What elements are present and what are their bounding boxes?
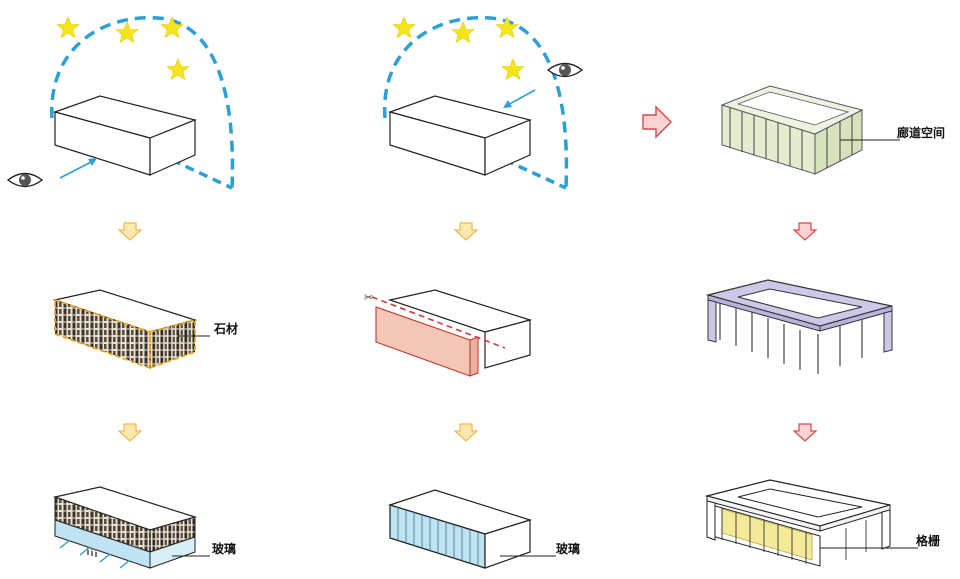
arrow-down-icon	[118, 423, 142, 442]
col1-row3-stone-glass-block: 玻璃	[52, 486, 236, 569]
arrow-down-icon	[454, 222, 478, 241]
scissors-icon: ✂	[364, 291, 373, 304]
col3-row2-ring-roof	[705, 279, 893, 374]
star-icon	[392, 16, 416, 38]
star-icon	[501, 58, 525, 80]
label-glass-left: 玻璃	[212, 541, 236, 556]
col1-row2-stone-block: 石材	[52, 289, 238, 370]
col2-row1-sun-study	[383, 16, 583, 190]
label-grille: 格栅	[916, 533, 940, 548]
col2-row3-glass-block: 玻璃	[388, 489, 580, 569]
star-icon	[160, 16, 184, 38]
arrow-down-icon	[454, 423, 478, 442]
star-icon	[451, 21, 475, 43]
label-corridor: 廊道空间	[897, 125, 945, 140]
star-icon	[166, 58, 190, 80]
arrow-down-icon	[793, 222, 817, 241]
building-block	[387, 95, 532, 176]
star-icon	[495, 16, 519, 38]
arrow-down-icon	[118, 222, 142, 241]
label-stone: 石材	[213, 321, 238, 336]
label-glass-mid: 玻璃	[556, 541, 580, 556]
arrow-right-icon	[642, 105, 672, 139]
people-icon	[86, 546, 98, 557]
col3-row1-corridor-frame: 廊道空间	[720, 85, 945, 175]
col1-row1-sun-study	[7, 16, 235, 190]
star-icon	[115, 21, 139, 43]
col2-row2-cut-block: ✂	[364, 289, 533, 377]
arrow-down-icon	[793, 423, 817, 442]
dashed-arc	[383, 16, 569, 189]
eye-icon	[7, 172, 43, 188]
star-icon	[56, 16, 80, 38]
building-block	[52, 95, 197, 176]
dashed-arc	[50, 16, 235, 189]
col3-row3-grille-block: 格栅	[704, 479, 940, 567]
